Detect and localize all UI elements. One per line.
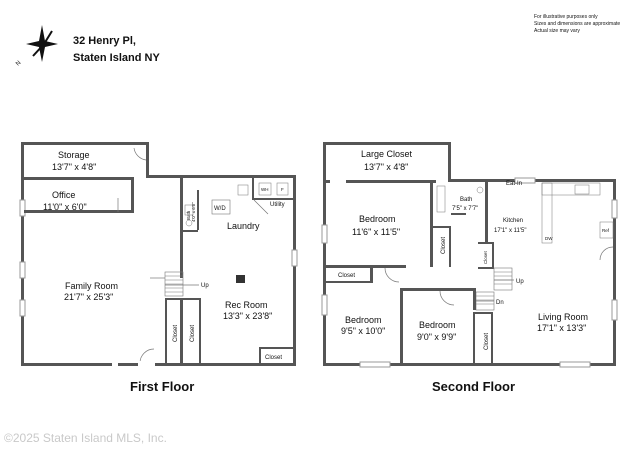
sf-kitchen-label-1: Eat-In xyxy=(506,181,522,187)
sf-dw-label: DW xyxy=(545,236,553,241)
ff-stairs: Up xyxy=(150,271,209,297)
sf-kitchen-dims: 17'1" x 11'5" xyxy=(494,228,526,234)
sf-closet-c-label: Closet xyxy=(483,250,488,264)
second-floor-title: Second Floor xyxy=(432,379,515,394)
ff-utility-label: Utility xyxy=(270,202,285,208)
ff-wall-north-right xyxy=(146,175,296,178)
first-floor-title: First Floor xyxy=(130,379,194,394)
sf-large-closet-label: Large Closet xyxy=(361,149,413,159)
sf-bedroom-2-label: Bedroom xyxy=(345,315,382,325)
ff-rec-room-dims: 13'3" x 23'8" xyxy=(223,311,272,321)
ff-wall-west xyxy=(21,142,24,366)
sf-large-closet-dims: 13'7" x 4'8" xyxy=(364,162,408,172)
sf-bath-dims: 7'5" x 7'7" xyxy=(452,206,478,212)
ff-closet-c-label: Closet xyxy=(265,355,282,361)
ff-wd-label: W/D xyxy=(214,206,226,212)
compass-rose: N xyxy=(15,25,58,67)
ff-wall-center-upper xyxy=(180,178,183,278)
ff-wall-storage-east xyxy=(146,142,149,177)
disclaimer: For illustrative purposes only Sizes and… xyxy=(534,14,620,34)
ff-office-dims: 11'0" x 6'0" xyxy=(43,202,87,212)
sf-wall-closet-east xyxy=(448,142,451,182)
first-floor-plan: Up Closet Closet Bath 4'0" x 6'8" W/D WH… xyxy=(19,142,298,366)
second-floor-plan: Large Closet 13'7" x 4'8" Closet Bedroom… xyxy=(321,142,618,368)
address-line-1: 32 Henry Pl, xyxy=(73,35,136,47)
sf-stairs-dn-label: Dn xyxy=(496,300,504,306)
sf-bedroom-3-dims: 9'0" x 9'9" xyxy=(417,332,456,342)
ff-furnace-label: F xyxy=(281,187,284,192)
compass-label: N xyxy=(15,60,22,67)
disclaimer-line-2: Sizes and dimensions are approximate xyxy=(534,21,620,27)
sf-living-room-label: Living Room xyxy=(538,312,588,322)
sf-wall-north-left xyxy=(323,142,451,145)
ff-storage-dims: 13'7" x 4'8" xyxy=(52,162,96,172)
ff-stairs-up-label: Up xyxy=(201,283,209,289)
ff-storage-label: Storage xyxy=(58,150,90,160)
sf-wall-west xyxy=(323,142,326,366)
ff-closet-a-label: Closet xyxy=(173,325,179,342)
sf-stairs-up-label: Up xyxy=(516,279,524,285)
sf-bath-label: Bath xyxy=(460,197,472,203)
address-line-2: Staten Island NY xyxy=(73,52,160,64)
ff-closet-b-label: Closet xyxy=(190,325,196,342)
ff-bath-south-wall xyxy=(183,230,198,232)
ff-wall-east xyxy=(293,175,296,366)
ff-bath-dims: 4'0" x 6'8" xyxy=(191,202,196,222)
ff-wall-south xyxy=(21,363,296,366)
sf-closet-d-label: Closet xyxy=(484,333,490,350)
sf-living-room-dims: 17'1" x 13'3" xyxy=(537,323,586,333)
ff-laundry-label: Laundry xyxy=(227,221,260,231)
sf-bedroom-3-label: Bedroom xyxy=(419,320,456,330)
ff-wall-center-lower xyxy=(180,300,183,363)
sf-bedroom-2-dims: 9'5" x 10'0" xyxy=(341,326,385,336)
sf-closet-a-label: Closet xyxy=(338,273,355,279)
disclaimer-line-3: Actual size may vary xyxy=(534,28,580,34)
ff-family-room-label: Family Room xyxy=(65,281,118,291)
sf-bedroom-1-label: Bedroom xyxy=(359,214,396,224)
sf-stairs: Up Dn xyxy=(475,267,524,311)
copyright-watermark: ©2025 Staten Island MLS, Inc. xyxy=(4,431,167,445)
ff-wall-office-south xyxy=(24,210,134,213)
sf-wall-south xyxy=(323,363,616,366)
ff-family-room-dims: 21'7" x 25'3" xyxy=(64,292,113,302)
sf-closet-b-label: Closet xyxy=(441,237,447,254)
ff-wall-office-east xyxy=(131,180,134,213)
disclaimer-line-1: For illustrative purposes only xyxy=(534,14,598,20)
ff-wall-north-left xyxy=(21,142,149,145)
sf-ref-label: Ref xyxy=(602,228,610,233)
sf-kitchen-label-2: Kitchen xyxy=(503,218,523,224)
ff-rec-room-label: Rec Room xyxy=(225,300,268,310)
sf-bedroom-1-dims: 11'6" x 11'5" xyxy=(352,227,400,237)
ff-chimney xyxy=(236,275,245,283)
ff-wh-label: WH xyxy=(261,187,269,192)
sf-wall-east xyxy=(613,179,616,366)
ff-wall-storage-south xyxy=(24,177,134,180)
ff-office-label: Office xyxy=(52,190,75,200)
